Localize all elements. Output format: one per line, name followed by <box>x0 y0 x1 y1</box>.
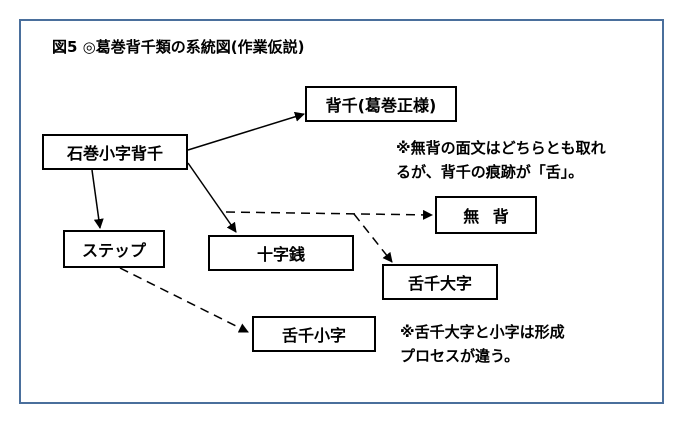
diagram-frame <box>19 19 664 404</box>
note-mu-se: ※無背の面文はどちらとも取れ るが、背千の痕跡が「舌」。 <box>396 136 606 184</box>
note-zessen-line2: プロセスが違う。 <box>400 347 520 365</box>
note-zessen-line1: ※舌千大字と小字は形成 <box>400 323 565 341</box>
dashed-arrow-to-zessen-koji <box>119 267 249 333</box>
dashed-arrow-to-mu-se <box>225 209 433 220</box>
node-step: ステップ <box>63 230 165 268</box>
node-senchi-kuzumaki: 背千(葛巻正様) <box>305 86 457 122</box>
dashed-arrow-to-zessen-daiji <box>353 213 393 263</box>
node-zessen-koji: 舌千小字 <box>252 316 376 352</box>
arrow-to-senchi-kuzumaki <box>187 111 305 151</box>
node-mu-se: 無 背 <box>435 196 537 234</box>
note-mu-se-line2: るが、背千の痕跡が「舌」。 <box>396 163 584 181</box>
note-mu-se-line1: ※無背の面文はどちらとも取れ <box>396 139 606 157</box>
node-jujisen: 十字銭 <box>208 235 354 271</box>
node-ishimaki-kojisenchi: 石巻小字背千 <box>42 134 188 170</box>
arrow-to-jujisen <box>187 162 237 233</box>
note-zessen: ※舌千大字と小字は形成 プロセスが違う。 <box>400 320 565 368</box>
diagram-title: 図5 ◎葛巻背千類の系統図(作業仮説) <box>52 38 305 56</box>
node-zessen-daiji: 舌千大字 <box>382 264 498 300</box>
arrow-to-step <box>91 169 104 229</box>
